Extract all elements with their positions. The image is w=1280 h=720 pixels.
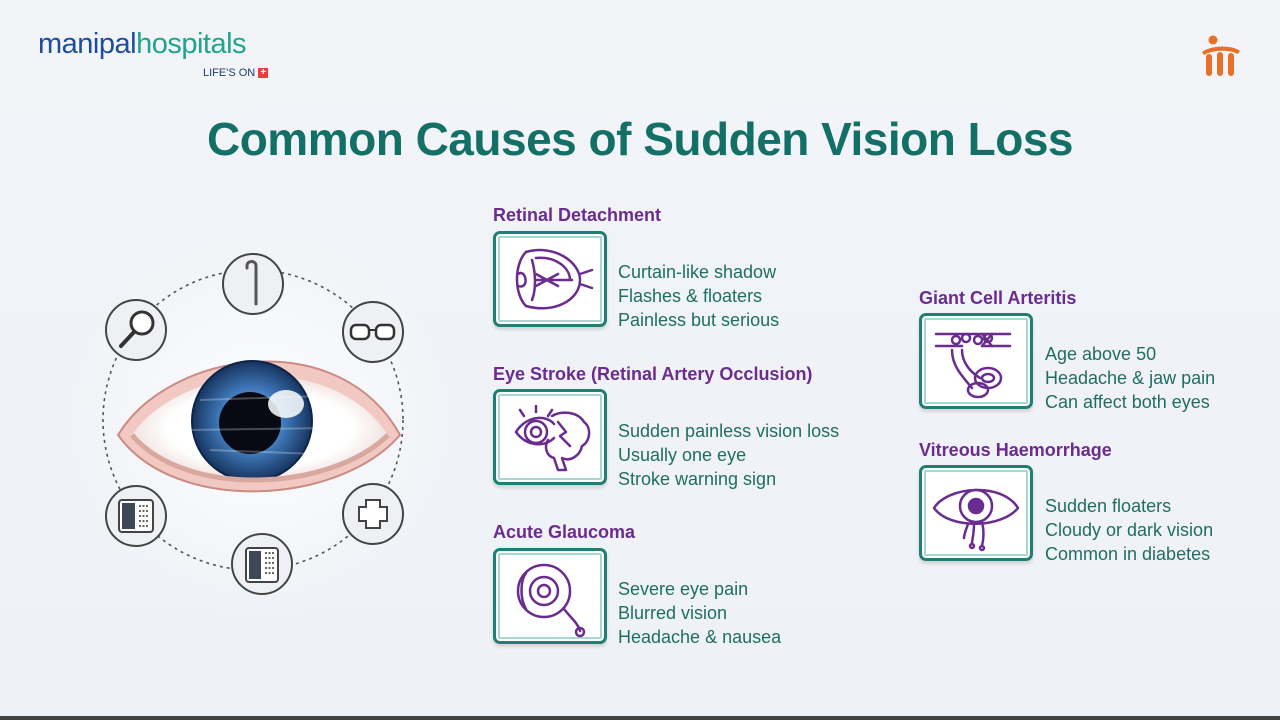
point-text: Can affect both eyes <box>1045 392 1210 412</box>
bottom-border <box>0 716 1280 720</box>
cause-title: Giant Cell Arteritis <box>919 288 1077 308</box>
point-text: Usually one eye <box>618 445 747 465</box>
point-text: Curtain-like shadow <box>618 262 777 282</box>
logo-wordmark: manipalhospitals <box>38 28 247 60</box>
point-text: Painless but serious <box>618 310 780 330</box>
cause-title: Eye Stroke (Retinal Artery Occlusion) <box>493 364 813 384</box>
logo-tagline: LIFE'S ON+ <box>203 67 269 79</box>
point-text: Headache & jaw pain <box>1045 368 1216 388</box>
point-text: Headache & nausea <box>618 627 782 647</box>
logo: manipalhospitals LIFE'S ON+ <box>38 28 269 79</box>
braille-chart-icon <box>105 485 167 547</box>
point-text: Sudden painless vision loss <box>618 421 840 441</box>
cause-points: Severe eye pain Blurred vision Headache … <box>618 577 781 649</box>
point-text: Sudden floaters <box>1045 496 1172 516</box>
glasses-icon <box>342 301 404 363</box>
point-text: Stroke warning sign <box>618 469 777 489</box>
cause-title: Acute Glaucoma <box>493 522 636 542</box>
bleeding-eye-icon <box>919 465 1033 561</box>
plus-icon: + <box>258 68 269 78</box>
point-text: Severe eye pain <box>618 579 749 599</box>
point-text: Flashes & floaters <box>618 286 763 306</box>
eye-chart-icon <box>231 533 293 595</box>
point-text: Cloudy or dark vision <box>1045 520 1214 540</box>
cause-title: Retinal Detachment <box>493 205 662 225</box>
cause-points: Sudden painless vision loss Usually one … <box>618 419 839 491</box>
point-text: Age above 50 <box>1045 344 1157 364</box>
page-title: Common Causes of Sudden Vision Loss <box>206 113 1074 165</box>
point-text: Blurred vision <box>618 603 728 623</box>
magnifier-icon <box>105 299 167 361</box>
eye-illustration <box>60 230 460 620</box>
brand-mark-icon <box>1202 35 1240 76</box>
cane-icon <box>222 253 284 315</box>
cause-points: Age above 50 Headache & jaw pain Can aff… <box>1045 342 1215 414</box>
cause-points: Curtain-like shadow Flashes & floaters P… <box>618 260 779 332</box>
artery-cells-icon <box>919 313 1033 409</box>
eyeball-icon <box>493 548 607 644</box>
medical-cross-icon <box>342 483 404 545</box>
cause-title: Vitreous Haemorrhage <box>919 440 1112 460</box>
point-text: Common in diabetes <box>1045 544 1211 564</box>
eye-brain-icon <box>493 389 607 485</box>
eye-anatomy-icon <box>493 231 607 327</box>
cause-points: Sudden floaters Cloudy or dark vision Co… <box>1045 494 1213 566</box>
